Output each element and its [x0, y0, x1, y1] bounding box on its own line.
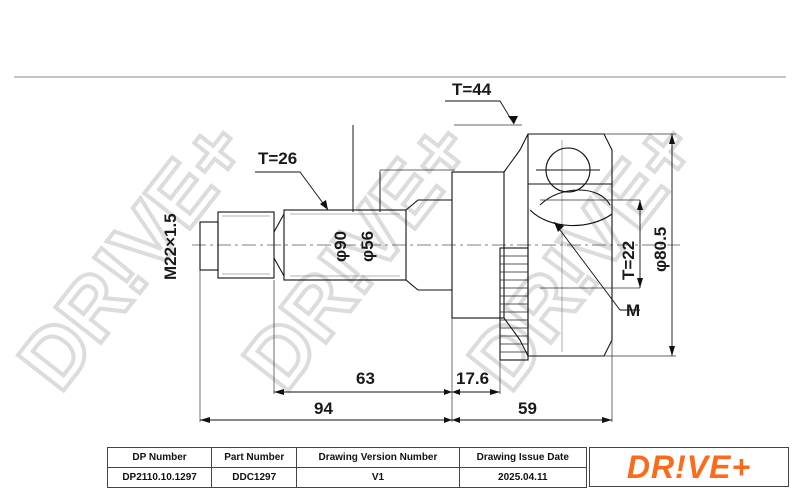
title-block-header-row: DP Number Part Number Drawing Version Nu… — [106, 447, 588, 468]
dimension-lines — [200, 100, 673, 421]
dim-phi90: φ90 — [331, 231, 350, 262]
dim-m22: M22×1.5 — [161, 213, 180, 280]
value-dp-number: DP2110.10.1297 — [106, 467, 213, 488]
dim-phi805: φ80.5 — [651, 227, 670, 272]
header-issue-date: Drawing Issue Date — [458, 447, 588, 468]
dim-t26: T=26 — [258, 149, 297, 168]
dim-59: 59 — [518, 399, 537, 418]
svg-text:DR!VE+: DR!VE+ — [0, 104, 265, 406]
header-version: Drawing Version Number — [296, 447, 460, 468]
dim-m-label: M — [626, 301, 640, 320]
cv-joint-outline — [199, 133, 613, 361]
value-version: V1 — [296, 467, 460, 488]
value-issue-date: 2025.04.11 — [458, 467, 588, 488]
dim-63: 63 — [356, 369, 375, 388]
dim-t44: T=44 — [452, 80, 492, 99]
value-part-number: DDC1297 — [211, 467, 298, 488]
logo-box: DR!VE+ — [589, 447, 789, 487]
title-block-value-row: DP2110.10.1297 DDC1297 V1 2025.04.11 — [106, 467, 588, 488]
dim-t22: T=22 — [619, 241, 638, 280]
title-block-table: DP Number Part Number Drawing Version Nu… — [106, 447, 588, 488]
header-part-number: Part Number — [211, 447, 298, 468]
technical-drawing: DR!VE+ DR!VE+ DR!VE+ — [0, 76, 786, 423]
dim-94: 94 — [314, 399, 333, 418]
arrowheads — [200, 116, 675, 423]
header-dp-number: DP Number — [106, 447, 213, 468]
dim-phi56: φ56 — [358, 231, 377, 262]
dim-17-6: 17.6 — [456, 369, 489, 388]
drive-logo: DR!VE+ — [626, 448, 752, 485]
svg-text:DR!VE+: DR!VE+ — [450, 104, 715, 406]
